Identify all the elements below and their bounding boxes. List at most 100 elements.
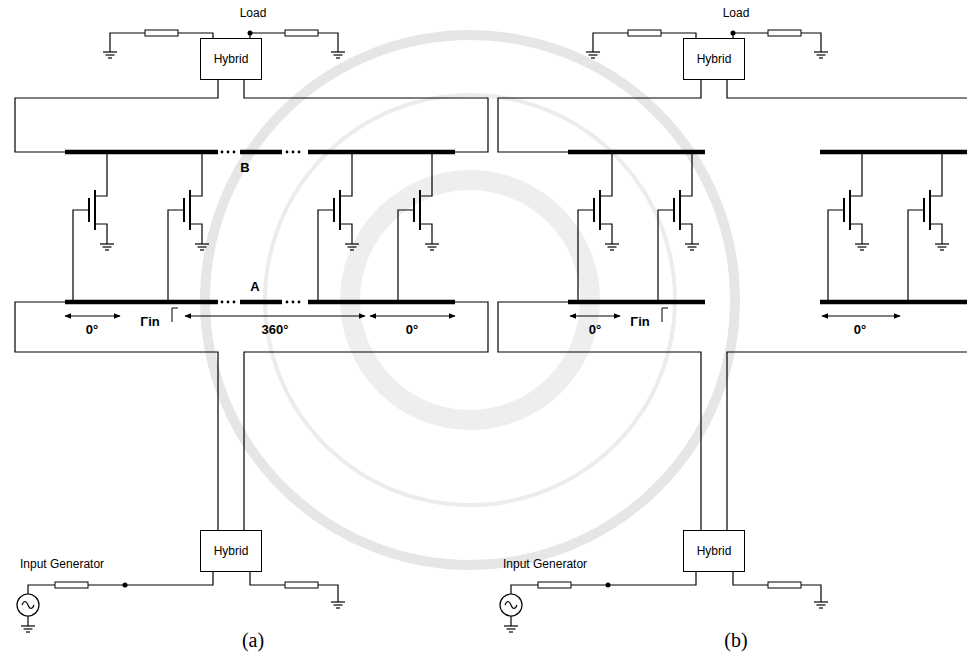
wire xyxy=(814,601,828,602)
wire xyxy=(828,210,844,302)
phase-arrow xyxy=(370,316,455,317)
line-name: B xyxy=(240,161,249,175)
wire xyxy=(95,152,107,196)
ellipsis-dot xyxy=(227,301,230,304)
ellipsis-dot xyxy=(233,301,236,304)
hybrid-label: Hybrid xyxy=(697,544,732,558)
wire xyxy=(336,607,340,608)
wire xyxy=(198,246,207,247)
wire xyxy=(733,572,821,598)
ellipsis-dot xyxy=(286,301,289,304)
wire xyxy=(680,224,692,240)
wire xyxy=(814,51,828,52)
wire xyxy=(504,625,518,626)
wire xyxy=(103,246,112,247)
wire xyxy=(100,243,114,244)
hybrid-label: Hybrid xyxy=(214,544,249,558)
wire xyxy=(680,152,692,196)
wire xyxy=(195,243,209,244)
wire xyxy=(240,300,282,305)
wire xyxy=(27,616,28,622)
wire xyxy=(817,54,826,55)
wire xyxy=(498,302,701,530)
wire xyxy=(65,300,218,305)
wire xyxy=(108,57,112,58)
wire xyxy=(350,249,354,250)
wire xyxy=(333,198,335,222)
wire xyxy=(24,628,33,629)
panel-caption: (b) xyxy=(724,629,747,651)
wire xyxy=(843,198,845,222)
resistor-symbol xyxy=(55,582,88,588)
load-label: Load xyxy=(723,7,750,20)
phase-arrow xyxy=(822,316,900,317)
wire xyxy=(250,572,338,598)
wire xyxy=(923,198,925,222)
junction-dot xyxy=(731,31,736,36)
wire xyxy=(673,198,675,222)
wire xyxy=(73,210,89,302)
resistor-symbol xyxy=(628,30,661,36)
wire xyxy=(568,150,705,155)
ellipsis-dot xyxy=(286,151,289,154)
line-name: A xyxy=(250,280,259,294)
ellipsis-dot xyxy=(292,301,295,304)
hybrid-label: Hybrid xyxy=(697,52,732,66)
wire xyxy=(172,308,178,322)
hybrid-box: Hybrid xyxy=(683,530,745,572)
wire xyxy=(331,51,345,52)
wire xyxy=(334,54,343,55)
wire xyxy=(608,246,617,247)
hybrid-label: Hybrid xyxy=(214,52,249,66)
wire xyxy=(509,631,513,632)
junction-dot xyxy=(606,583,611,588)
wire xyxy=(190,152,202,196)
resistor-symbol xyxy=(145,30,178,36)
wire xyxy=(727,80,967,98)
wire xyxy=(428,246,437,247)
source-symbol xyxy=(17,594,39,616)
wire xyxy=(420,152,432,196)
wire xyxy=(930,152,942,196)
wire xyxy=(308,150,455,155)
wire xyxy=(510,616,511,622)
wire xyxy=(578,210,594,302)
wire xyxy=(106,54,115,55)
wire xyxy=(334,604,343,605)
wire xyxy=(413,198,415,222)
wire xyxy=(15,302,218,530)
ellipsis-dot xyxy=(227,151,230,154)
wire xyxy=(331,601,345,602)
wire xyxy=(345,243,359,244)
wire xyxy=(662,308,668,322)
wire xyxy=(820,300,967,305)
wire xyxy=(610,249,614,250)
junction-dot xyxy=(123,583,128,588)
wire xyxy=(938,246,947,247)
wire xyxy=(200,249,204,250)
watermark-seal xyxy=(205,35,735,565)
wire xyxy=(420,224,432,240)
wire xyxy=(103,51,117,52)
wire xyxy=(511,572,696,594)
wire xyxy=(88,198,90,222)
wire xyxy=(817,604,826,605)
wire xyxy=(688,246,697,247)
resistor-symbol xyxy=(285,582,318,588)
wire xyxy=(600,224,612,240)
resistor-symbol xyxy=(538,582,571,588)
wire xyxy=(819,57,823,58)
wire xyxy=(591,57,595,58)
wire xyxy=(348,246,357,247)
wire xyxy=(425,243,439,244)
wire xyxy=(26,631,30,632)
reflection-label: Γin xyxy=(630,315,649,329)
source-symbol xyxy=(500,594,522,616)
wire xyxy=(95,224,107,240)
phase-arrow xyxy=(570,316,620,317)
resistor-symbol xyxy=(285,30,318,36)
wire xyxy=(940,249,944,250)
wire xyxy=(168,210,184,302)
wire xyxy=(935,243,949,244)
